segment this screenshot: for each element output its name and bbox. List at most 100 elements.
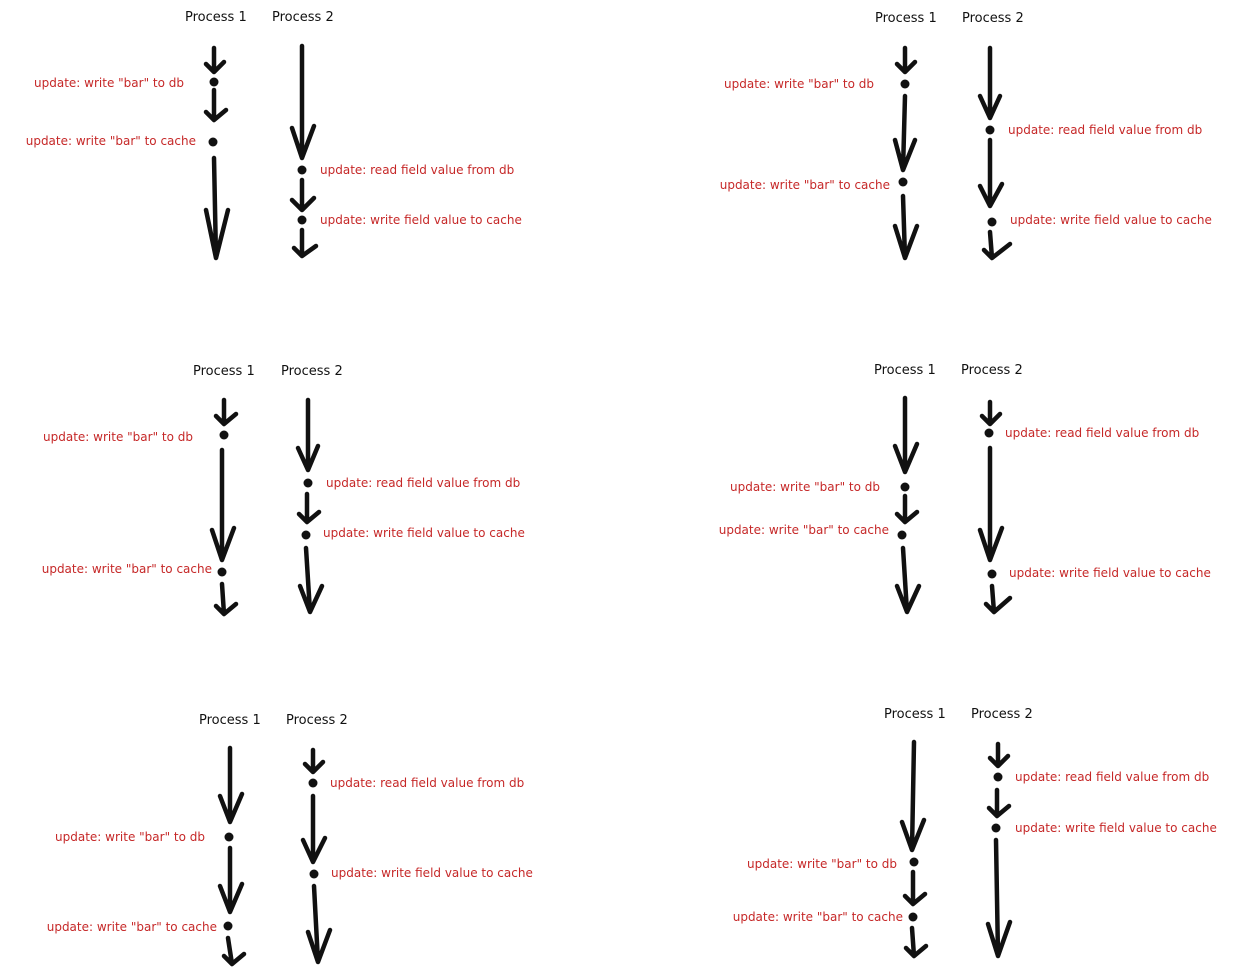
event-dot (217, 567, 227, 577)
timeline-arrow (296, 491, 322, 525)
timeline-arrow (892, 395, 920, 475)
timeline-arrow (217, 745, 245, 825)
event-label: update: write "bar" to db (34, 76, 184, 90)
event-label: update: read field value from db (1005, 426, 1199, 440)
process2-header: Process 2 (272, 10, 334, 25)
event-dot (297, 215, 307, 225)
timeline-arrow (903, 925, 929, 959)
timeline-arrow (985, 837, 1013, 959)
timeline-arrow (305, 883, 333, 965)
event-dot (987, 569, 997, 579)
event-label: update: write "bar" to db (724, 77, 874, 91)
event-dot (223, 921, 233, 931)
process1-header: Process 1 (875, 11, 937, 26)
event-dot (900, 79, 910, 89)
timeline-arrow (981, 229, 1013, 261)
process1-header: Process 1 (874, 363, 936, 378)
event-label: update: write "bar" to db (747, 857, 897, 871)
timeline-arrow (209, 447, 237, 563)
scenario-3: Process 1 Process 2 update: write "bar" … (42, 364, 525, 617)
event-label: update: write field value to cache (320, 213, 522, 227)
event-dot (908, 912, 918, 922)
timeline-arrow (899, 739, 927, 853)
event-dot (303, 478, 313, 488)
event-label: update: write "bar" to cache (719, 523, 889, 537)
event-label: update: write "bar" to cache (42, 562, 212, 576)
timeline-arrow (213, 581, 239, 617)
timeline-arrow (203, 45, 227, 75)
timeline-arrow (987, 741, 1011, 769)
event-dot (208, 137, 218, 147)
event-dot (309, 869, 319, 879)
event-label: update: write "bar" to db (43, 430, 193, 444)
process2-header: Process 2 (971, 707, 1033, 722)
timeline-arrow (291, 227, 319, 259)
timeline-arrow (977, 45, 1003, 121)
timeline-arrow (203, 155, 231, 261)
timeline-arrow (300, 793, 328, 865)
scenario-4: Process 1 Process 2 update: write "bar" … (719, 363, 1211, 615)
event-dot (900, 482, 910, 492)
event-dot (909, 857, 919, 867)
timeline-arrow (892, 93, 918, 173)
event-dot (209, 77, 219, 87)
timeline-arrow (894, 493, 920, 525)
event-label: update: write field value to cache (1010, 213, 1212, 227)
process2-header: Process 2 (286, 713, 348, 728)
event-dot (301, 530, 311, 540)
event-label: update: read field value from db (1015, 770, 1209, 784)
event-label: update: write "bar" to cache (733, 910, 903, 924)
event-label: update: write field value to cache (1009, 566, 1211, 580)
event-label: update: write "bar" to cache (47, 920, 217, 934)
timeline-arrow (977, 137, 1005, 209)
timeline-arrow (295, 397, 321, 473)
event-label: update: write "bar" to cache (720, 178, 890, 192)
timeline-arrow (289, 43, 317, 161)
scenario-6: Process 1 Process 2 update: write "bar" … (733, 707, 1217, 959)
timeline-arrow (894, 545, 922, 615)
event-dot (984, 428, 994, 438)
timeline-arrow (986, 787, 1012, 819)
event-dot (897, 530, 907, 540)
event-dot (308, 778, 318, 788)
timeline-arrow (213, 397, 239, 427)
event-label: update: read field value from db (330, 776, 524, 790)
timeline-arrow (892, 193, 920, 261)
event-label: update: write "bar" to db (730, 480, 880, 494)
event-dot (898, 177, 908, 187)
event-label: update: write field value to cache (1015, 821, 1217, 835)
event-label: update: read field value from db (320, 163, 514, 177)
event-dot (224, 832, 234, 842)
event-dot (993, 772, 1003, 782)
timeline-arrow (977, 445, 1005, 563)
timeline-arrow (203, 87, 229, 123)
event-dot (985, 125, 995, 135)
process2-header: Process 2 (962, 11, 1024, 26)
timeline-arrow (297, 545, 325, 615)
process2-header: Process 2 (281, 364, 343, 379)
event-dot (987, 217, 997, 227)
process1-header: Process 1 (199, 713, 261, 728)
event-label: update: read field value from db (1008, 123, 1202, 137)
timeline-arrow (983, 583, 1013, 615)
timeline-arrow (302, 747, 326, 775)
event-dot (991, 823, 1001, 833)
scenario-5: Process 1 Process 2 update: write "bar" … (47, 713, 533, 967)
timeline-arrow (902, 869, 928, 907)
scenario-2: Process 1 Process 2 update: write "bar" … (720, 11, 1212, 261)
timeline-arrow (894, 45, 918, 75)
process1-header: Process 1 (884, 707, 946, 722)
event-dot (297, 165, 307, 175)
timeline-arrow (217, 845, 245, 915)
event-label: update: write field value to cache (331, 866, 533, 880)
process2-header: Process 2 (961, 363, 1023, 378)
event-dot (219, 430, 229, 440)
timeline-arrow (221, 935, 247, 967)
event-label: update: write "bar" to db (55, 830, 205, 844)
event-label: update: read field value from db (326, 476, 520, 490)
event-label: update: write "bar" to cache (26, 134, 196, 148)
process1-header: Process 1 (185, 10, 247, 25)
event-label: update: write field value to cache (323, 526, 525, 540)
timeline-arrow (979, 399, 1003, 427)
